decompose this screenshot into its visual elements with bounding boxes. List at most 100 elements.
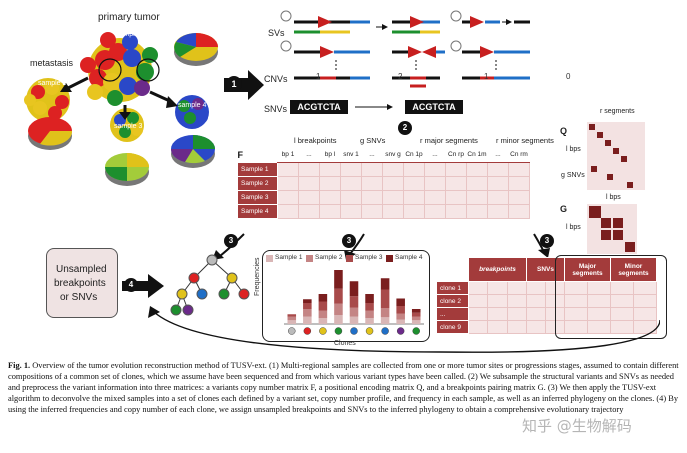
bar-segment [365,294,374,303]
table-row: Sample 4 [237,203,530,219]
table-row: Sample 3 [237,189,530,205]
step2-number: 2 [398,121,412,135]
bar-segment [365,310,374,318]
bar-segment [396,306,405,314]
bar-segment [318,310,328,318]
clone-dot [288,327,296,335]
bar-segment [365,318,374,324]
segments-highlight-box [555,255,667,339]
bar-segment [334,270,343,289]
snv-seq-after: ACGTCTA [405,100,463,114]
sample3-label: sample 3 [114,123,143,130]
col-ellipsis: ... [361,148,383,163]
primary-tumor-title: primary tumor [98,12,160,23]
bar-segment [334,303,343,315]
cnv-count-1: 1 [316,72,321,81]
legend-label-1: Sample 1 [275,254,303,261]
step1-arrow [224,70,264,100]
caption-text: Overview of the tumor evolution reconstr… [8,361,679,414]
tumor-illustration [24,32,218,186]
group-major: r major segments [420,136,478,145]
bar-segment [396,319,405,324]
bar-segment [411,312,421,317]
row-sample4: Sample 4 [237,203,278,219]
matrix-q-left-bottom: g SNVs [561,172,585,179]
bar-segment [411,320,421,324]
row-clone1: clone 1 [436,281,469,295]
bar-segment [318,301,328,311]
bar-segment [287,320,297,324]
bar-segment [287,314,297,317]
bar-segment [396,298,405,306]
clone-dot [350,327,358,335]
clone-dot [334,327,343,335]
sample1-label: sample 1 [116,31,145,38]
bar-segment [318,318,328,324]
bar-segment [334,315,343,324]
col-snvg: snv g [382,148,404,163]
snv-seq-before: ACGTCTA [290,100,348,114]
legend-label-2: Sample 2 [315,254,343,261]
unsampled-line3: or SNVs [60,292,98,303]
sample2-label: sample 2 [38,80,67,87]
caption-fig-label: Fig. 1. [8,361,31,370]
matrix-g-top: l bps [606,194,621,201]
bar-segment [411,316,421,321]
group-breakpoints: l breakpoints [294,136,337,145]
legend-swatch-3 [346,255,353,262]
step1-number: 1 [226,76,242,92]
bar-segment [365,303,374,311]
clone-dot [303,327,312,335]
col-cn1m: Cn 1m [466,148,488,163]
table-row: clone 9 [436,320,657,334]
clone-dot [396,327,405,335]
bar-segment [318,294,328,302]
unsampled-box [46,248,118,318]
row-sample2: Sample 2 [237,175,278,191]
chart-ylabel: Frequencies [254,257,261,296]
bar-segment [303,316,312,324]
legend-swatch-1 [266,255,273,262]
row-sample3: Sample 3 [237,189,278,205]
bar-segment [287,316,297,321]
feedback-arrow [148,306,660,353]
col-cn1p: Cn 1p [403,148,425,163]
step3-number-left: 3 [224,234,238,248]
caption-text-end: copy number of each clone, we assign uns… [124,405,624,414]
bar-segment [411,309,421,313]
matrix-q-left-top: l bps [566,146,581,153]
matrix-f-label: F [237,148,278,162]
row-clone2: clone 2 [436,294,469,308]
bar-segment [380,308,390,318]
step3-number-mid: 3 [342,234,356,248]
unsampled-line2: breakpoints [54,278,106,289]
figure-caption: Fig. 1. Overview of the tumor evolution … [8,360,680,415]
watermark: 知乎 @生物解码 [522,417,632,435]
frequency-chart-box [262,250,430,342]
matrix-q-label: Q [560,126,568,136]
cnv-count-3: 1 [484,72,489,81]
step3-number-right: 3 [540,234,554,248]
snv-arrow [355,104,393,110]
table-row: Sample 2 [237,175,530,191]
matrix-g [587,204,637,254]
clone-dot [412,327,420,335]
col-ellipsis: ... [424,148,446,163]
bar-segment [349,296,359,308]
matrix-clones: breakpoints SNVs Major segments Minor se… [436,257,657,334]
col-cnrm: Cn rm [508,148,530,163]
bar-segment [380,289,390,309]
pie-sample1 [174,33,218,66]
cnv-count-2: 2 [398,72,403,81]
bar-segment [303,303,312,309]
legend-swatch-4 [386,255,393,262]
legend-label-3: Sample 3 [355,254,383,261]
sample4-label: sample 4 [178,102,207,109]
bar-segment [349,281,359,297]
cnv-count-4: 0 [566,72,571,81]
col-snvs: SNVs [526,257,565,282]
chart-xlabel: Clones [334,340,356,347]
col-bp1: bp 1 [277,148,299,163]
matrix-g-label: G [560,204,568,214]
col-snv1: snv 1 [340,148,362,163]
